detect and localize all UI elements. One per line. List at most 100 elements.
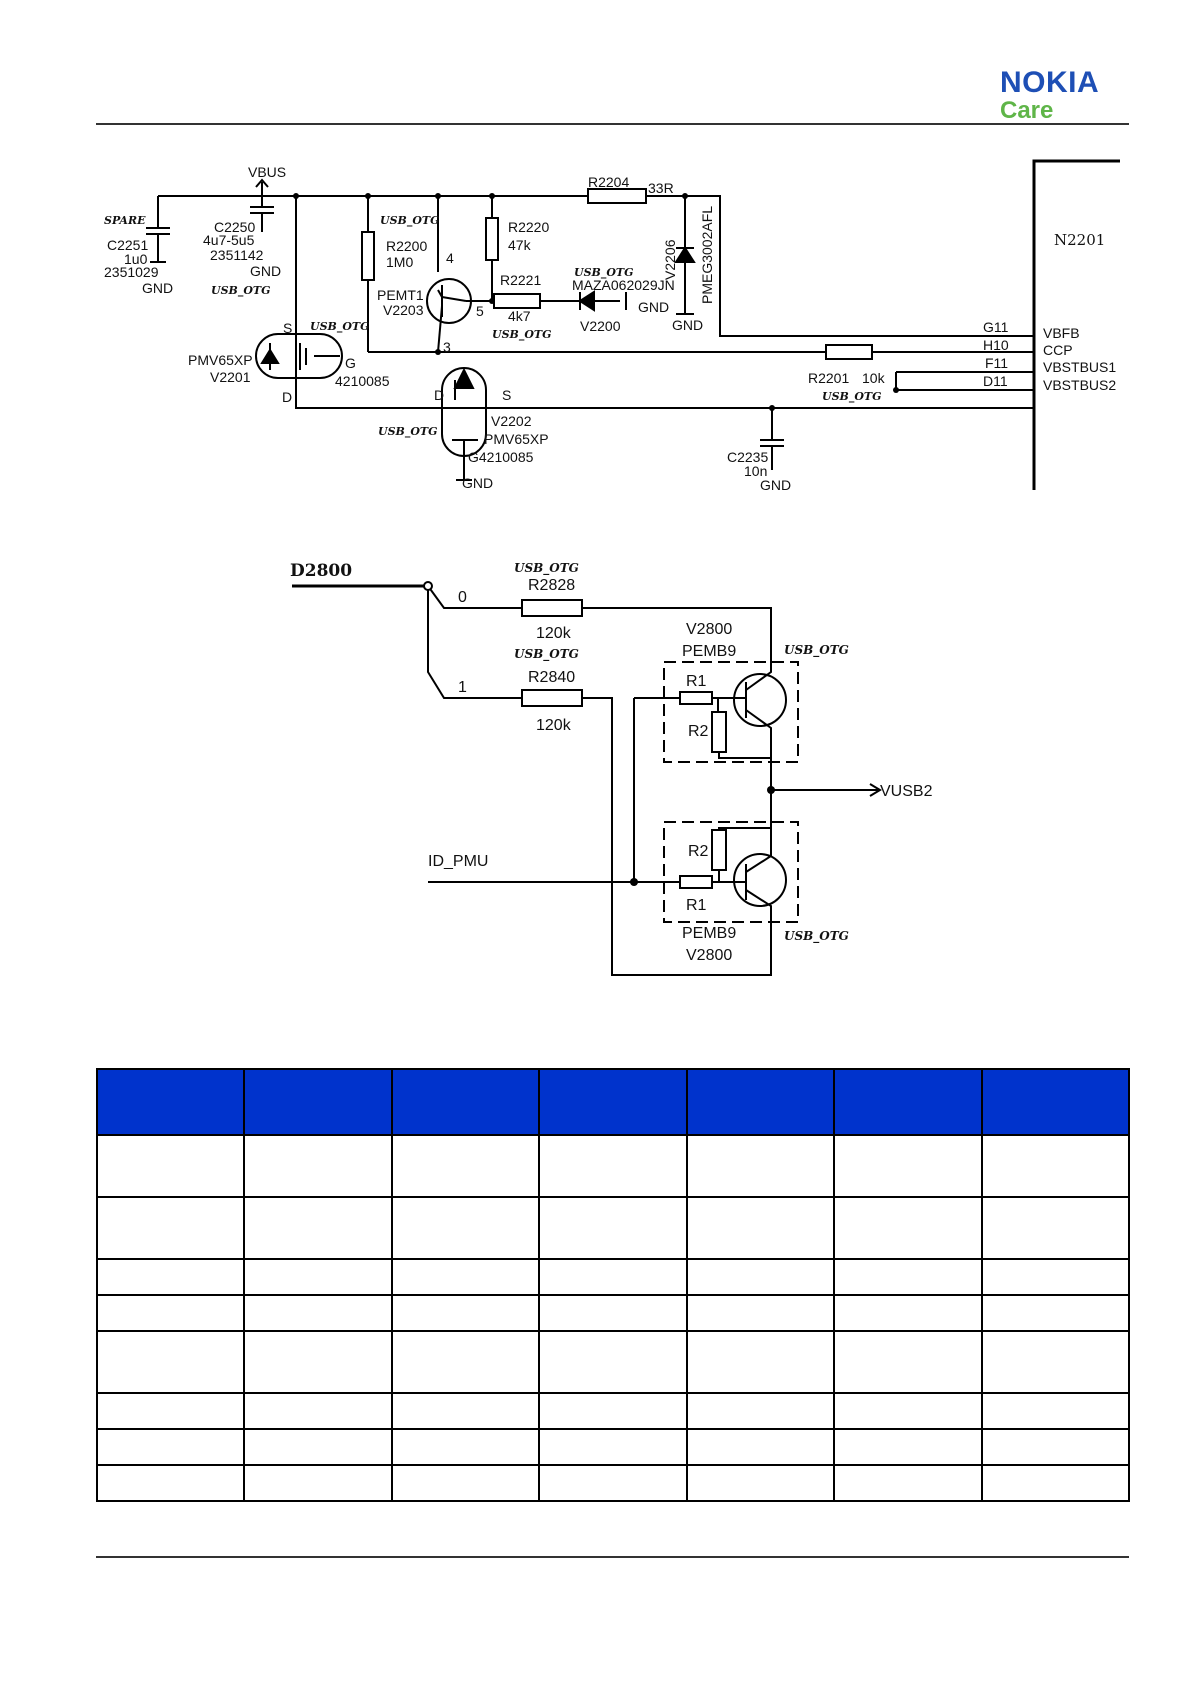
label-v2206: V2206 — [662, 239, 678, 280]
label-gnd-6: GND — [760, 477, 791, 493]
table-cell — [95, 1464, 246, 1502]
table-cell — [390, 1294, 541, 1332]
label-c2250: C2250 — [214, 219, 255, 235]
label-d11: D11 — [983, 373, 1008, 389]
label-pmeg: PMEG3002AFL — [699, 206, 715, 304]
table-cell — [95, 1428, 246, 1466]
table-cell — [390, 1196, 541, 1260]
table-cell — [95, 1258, 246, 1296]
label-usb-otg-b3: USB_OTG — [784, 643, 849, 658]
table-cell — [390, 1134, 541, 1198]
label-gnd-3: GND — [638, 299, 669, 315]
nokia-care-logo: NOKIA Care — [1000, 68, 1130, 124]
table-cell — [95, 1134, 246, 1198]
label-gnd-4: GND — [672, 317, 703, 333]
label-c2251-code: 2351029 — [104, 264, 159, 280]
label-pin4: 4 — [446, 250, 454, 266]
table-cell — [243, 1428, 393, 1466]
table-cell — [833, 1134, 983, 1198]
label-pin3: 3 — [443, 339, 451, 355]
table-header-cell — [390, 1068, 541, 1136]
label-vbstbus1: VBSTBUS1 — [1043, 359, 1116, 375]
table-cell — [685, 1196, 836, 1260]
table-cell — [980, 1464, 1131, 1502]
table-cell — [980, 1294, 1131, 1332]
table-cell — [980, 1196, 1131, 1260]
label-ccp: CCP — [1043, 342, 1073, 358]
table-header-cell — [833, 1068, 983, 1136]
label-usb-otg-1: USB_OTG — [211, 284, 271, 298]
table-header-cell — [538, 1068, 688, 1136]
label-h10: H10 — [983, 337, 1009, 353]
label-g-1: G — [345, 355, 356, 371]
label-c2251-val: 1u0 — [124, 251, 148, 267]
label-d-1: D — [282, 389, 292, 405]
table-cell — [833, 1428, 983, 1466]
label-pmv65xp-2: PMV65XP — [484, 431, 549, 447]
table-cell — [980, 1258, 1131, 1296]
table-cell — [980, 1134, 1131, 1198]
table-row — [95, 1258, 1131, 1296]
label-r2220-val: 47k — [508, 237, 532, 253]
label-r2204: R2204 — [588, 174, 629, 190]
label-vbus: VBUS — [248, 164, 286, 180]
table-cell — [833, 1258, 983, 1296]
label-c2250-code: 2351142 — [210, 247, 264, 263]
label-pemb9-2: PEMB9 — [682, 925, 736, 942]
table-cell — [980, 1330, 1131, 1394]
label-gnd-2: GND — [250, 263, 281, 279]
label-r1-1: R1 — [686, 673, 707, 690]
table-header-cell — [243, 1068, 393, 1136]
table-cell — [980, 1428, 1131, 1466]
label-vbstbus2: VBSTBUS2 — [1043, 377, 1116, 393]
label-r2200: R2200 — [386, 238, 427, 254]
table-cell — [685, 1330, 836, 1394]
table-cell — [95, 1196, 246, 1260]
label-usb-otg-b4: USB_OTG — [784, 929, 849, 944]
table-row — [95, 1196, 1131, 1260]
table-cell — [980, 1392, 1131, 1430]
label-n2201: N2201 — [1054, 231, 1105, 249]
label-v2203: V2203 — [383, 302, 424, 318]
label-pemt1: PEMT1 — [377, 287, 424, 303]
label-gnd-5: GND — [462, 475, 493, 491]
label-pin5: 5 — [476, 303, 484, 319]
label-usb-otg-6: USB_OTG — [378, 425, 438, 439]
label-pemb9-1: PEMB9 — [682, 643, 736, 660]
table-cell — [95, 1294, 246, 1332]
table-cell — [95, 1330, 246, 1394]
vusb2-switch-schematic: D2800 USB_OTG R2828 120k 0 USB_OTG R2840… — [290, 561, 933, 976]
table-cell — [538, 1196, 688, 1260]
label-120k-2: 120k — [536, 717, 572, 734]
table-cell — [243, 1330, 393, 1394]
table-cell — [243, 1392, 393, 1430]
label-vbfb: VBFB — [1043, 325, 1080, 341]
label-usb-otg-7: USB_OTG — [822, 390, 882, 404]
label-v2202: V2202 — [491, 413, 532, 429]
table-cell — [685, 1428, 836, 1466]
label-c2235: C2235 — [727, 449, 768, 465]
table-header-row — [95, 1068, 1131, 1136]
label-v2800-1: V2800 — [686, 621, 732, 638]
label-r2221: R2221 — [500, 272, 541, 288]
table-cell — [243, 1134, 393, 1198]
table-cell — [538, 1134, 688, 1198]
footer-rule — [96, 1556, 1129, 1558]
table-cell — [538, 1330, 688, 1394]
label-s-1: S — [283, 320, 292, 336]
label-d2800: D2800 — [290, 561, 352, 581]
label-r2221-val: 4k7 — [508, 308, 531, 324]
label-spare: SPARE — [104, 214, 146, 227]
label-usb-otg-4: USB_OTG — [574, 266, 634, 280]
usb-otg-power-schematic: VBUS SPARE C2251 1u0 2351029 GND C2250 4… — [104, 159, 1120, 493]
label-s-2: S — [502, 387, 511, 403]
table-row — [95, 1464, 1131, 1502]
table-cell — [538, 1392, 688, 1430]
label-usb-otg-3: USB_OTG — [492, 328, 552, 342]
table-cell — [243, 1464, 393, 1502]
table-row — [95, 1392, 1131, 1430]
label-d-2: D — [434, 387, 444, 403]
label-usb-otg-b2: USB_OTG — [514, 647, 579, 662]
label-r2-2: R2 — [688, 843, 709, 860]
table-cell — [243, 1196, 393, 1260]
